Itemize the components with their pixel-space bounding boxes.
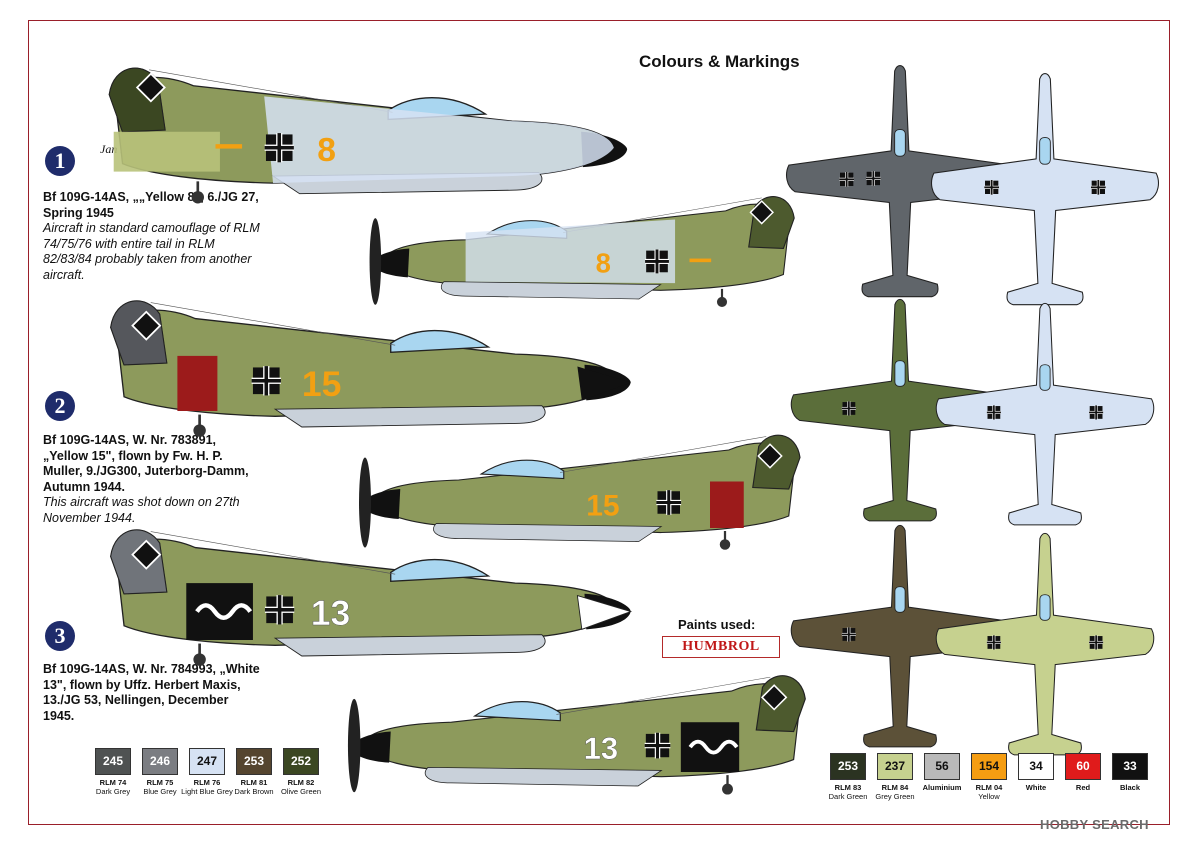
profile-3-fuselage-code: 13: [311, 593, 351, 633]
scheme-1-underside-view: [931, 73, 1159, 306]
scheme-1-note: Aircraft in standard camouflage of RLM 7…: [43, 221, 260, 282]
scheme-1-description: Bf 109G-14AS, „„Yellow 8", 6./JG 27, Spr…: [43, 190, 261, 283]
swatch-name: Yellow: [978, 791, 1000, 801]
swatch-code: 246: [142, 748, 178, 775]
watermark: HOBBY SEARCH: [1040, 817, 1149, 832]
swatch-caption: Black: [1104, 783, 1156, 793]
svg-text:8: 8: [596, 247, 611, 278]
swatch-code: 237: [877, 753, 913, 780]
paints-used-label: Paints used:: [678, 617, 756, 632]
swatch-code: 245: [95, 748, 131, 775]
swatch-code: 247: [189, 748, 225, 775]
swatch-caption: Red: [1057, 783, 1109, 793]
swatch-code: 33: [1112, 753, 1148, 780]
swatch-code: 56: [924, 753, 960, 780]
scheme-3-number: 3: [45, 621, 75, 651]
swatch-rlm: RLM 83: [834, 783, 862, 792]
scheme-1-number: 1: [45, 146, 75, 176]
swatch-name: Dark Green: [828, 791, 868, 801]
swatch-name: Blue Grey: [143, 786, 177, 796]
swatch-name: Dark Grey: [95, 786, 131, 796]
scheme-2-description: Bf 109G-14AS, W. Nr. 783891, „Yellow 15"…: [43, 433, 261, 526]
swatch-rlm: RLM 81: [240, 778, 268, 787]
svg-text:13: 13: [584, 731, 619, 766]
swatch-code: 60: [1065, 753, 1101, 780]
swatch-name: White: [1025, 783, 1047, 792]
swatch-name: Dark Brown: [234, 786, 274, 796]
profile-3-right-side: 13: [347, 660, 830, 800]
profile-1-right-side: 8: [369, 182, 832, 312]
swatch-code: 34: [1018, 753, 1054, 780]
scheme-2-number: 2: [45, 391, 75, 421]
swatch-rlm: RLM 76: [193, 778, 221, 787]
profile-3-left-side: 13: [109, 528, 633, 668]
profile-2-left-side: 15: [109, 299, 633, 439]
scheme-2-note: This aircraft was shot down on 27th Nove…: [43, 495, 240, 525]
swatch-rlm: RLM 75: [146, 778, 174, 787]
scheme-1-title: Bf 109G-14AS, „„Yellow 8", 6./JG 27, Spr…: [43, 190, 259, 220]
swatch-name: Red: [1075, 783, 1091, 792]
scheme-2-title: Bf 109G-14AS, W. Nr. 783891, „Yellow 15"…: [43, 433, 249, 494]
swatch-code: 253: [236, 748, 272, 775]
swatch-name: Black: [1119, 783, 1140, 792]
swatch-code: 252: [283, 748, 319, 775]
scheme-3-description: Bf 109G-14AS, W. Nr. 784993, „White 13",…: [43, 662, 261, 724]
swatch-rlm: RLM 04: [975, 783, 1003, 792]
swatch-rlm: RLM 84: [881, 783, 909, 792]
swatch-code: 154: [971, 753, 1007, 780]
instruction-sheet-border: [28, 20, 1170, 825]
profile-1-left-side: 8: [107, 66, 629, 205]
swatch-caption: White: [1010, 783, 1062, 793]
scheme-2-underside-view: [935, 302, 1155, 526]
swatch-rlm: RLM 74: [99, 778, 127, 787]
swatch-name: Aluminium: [922, 783, 962, 792]
swatch-name: Olive Green: [280, 786, 322, 796]
swatch-caption: Aluminium: [916, 783, 968, 793]
scheme-3-underside-view: [935, 532, 1155, 756]
profile-2-right-side: 15: [359, 420, 830, 555]
swatch-name: Grey Green: [875, 791, 915, 801]
swatch-rlm: RLM 82: [287, 778, 315, 787]
page-title: Colours & Markings: [639, 52, 800, 71]
svg-text:15: 15: [586, 489, 619, 522]
scheme-3-title: Bf 109G-14AS, W. Nr. 784993, „White 13",…: [43, 662, 260, 723]
humbrol-logo: HUMBROL: [662, 636, 780, 658]
swatch-code: 253: [830, 753, 866, 780]
swatch-name: Light Blue Grey: [181, 786, 233, 796]
profile-1-fuselage-code: 8: [317, 132, 336, 169]
profile-2-fuselage-code: 15: [302, 364, 342, 404]
